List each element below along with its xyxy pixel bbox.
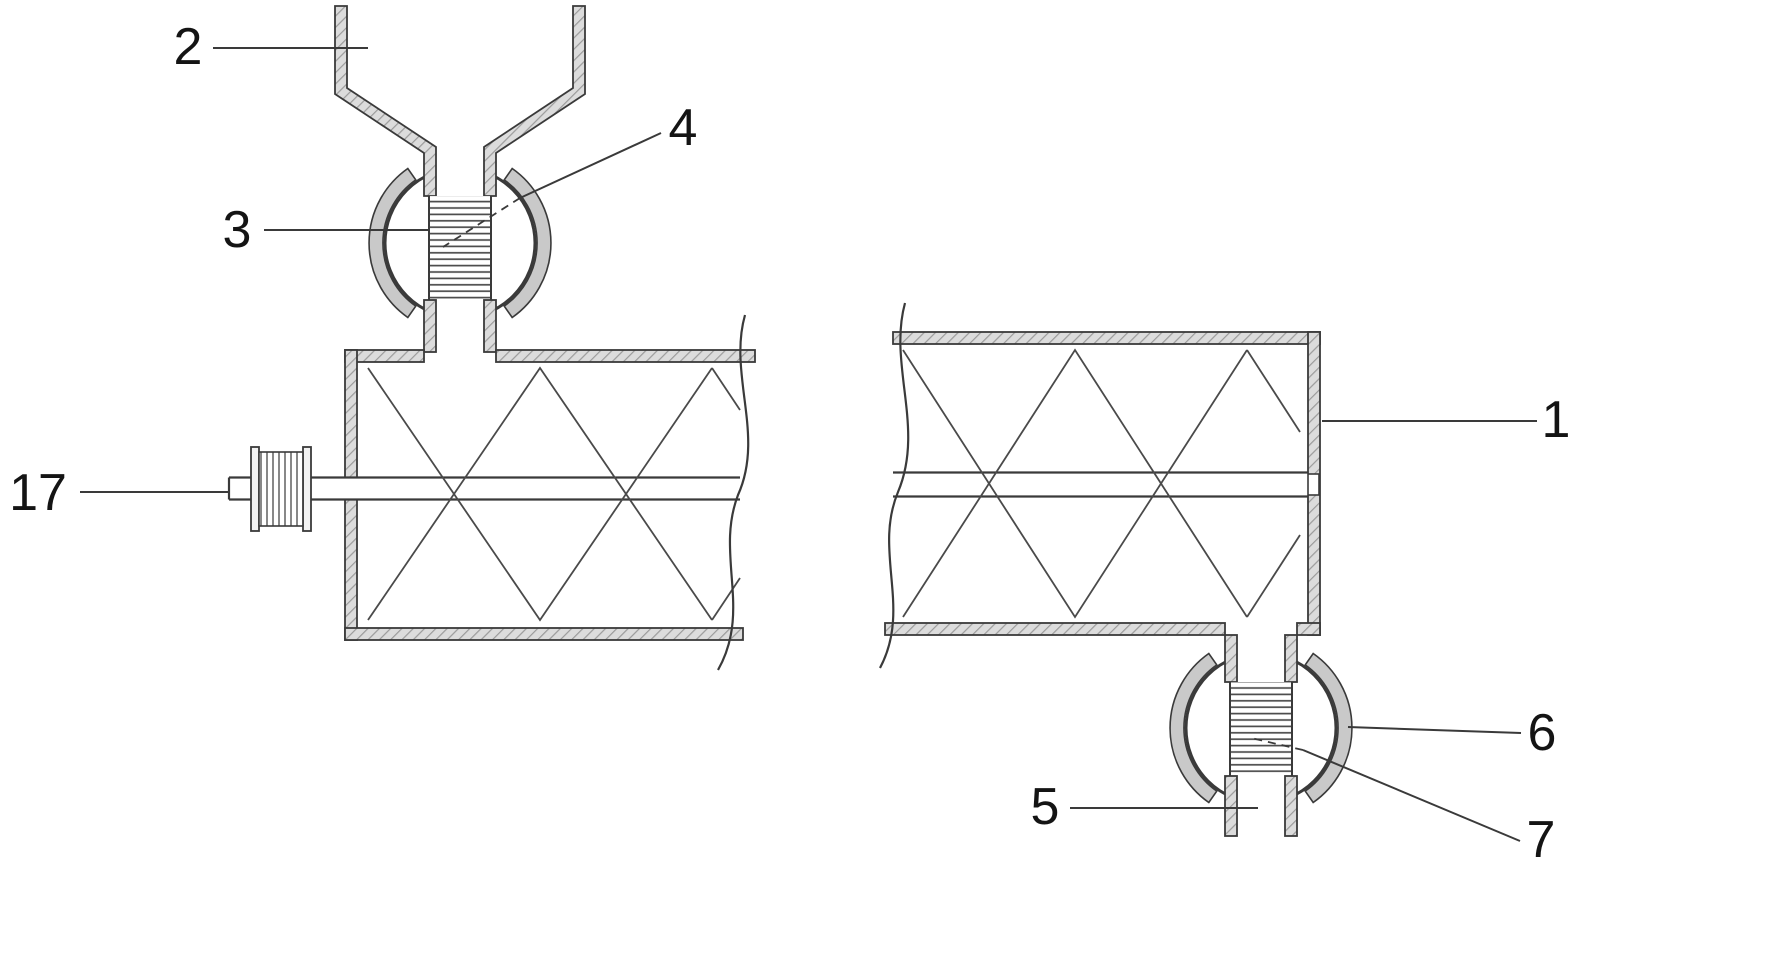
- leader-6: [1347, 726, 1522, 734]
- label-5: 5: [1031, 778, 1060, 836]
- right-housing-bottom-wall-b: [1296, 622, 1321, 636]
- top-valve-left-flange: [368, 167, 417, 319]
- screw-conveyor-left: [367, 366, 741, 622]
- outlet-upper-left-wall: [1224, 634, 1238, 683]
- right-housing-top-wall: [892, 331, 1321, 345]
- bottom-valve-left-flange: [1169, 652, 1218, 804]
- break-line-right: [879, 302, 910, 669]
- outlet-tube-lower: [1224, 775, 1298, 837]
- hopper-right-wall: [483, 5, 586, 197]
- screw-flight-line: [711, 367, 741, 411]
- label-2: 2: [174, 18, 203, 76]
- screw-flight-line: [902, 349, 1248, 619]
- label-3: 3: [223, 201, 252, 259]
- label-7: 7: [1527, 811, 1556, 869]
- screw-flight-line: [367, 367, 713, 622]
- top-rod-threads: [429, 196, 491, 300]
- leader-4: [519, 132, 662, 199]
- bottom-threaded-rod: [1229, 682, 1293, 776]
- drive-shaft-body: [229, 478, 740, 499]
- outlet-lower-right-wall: [1284, 775, 1298, 837]
- drive-shaft: [227, 476, 740, 501]
- bottom-valve-right-flange: [1304, 652, 1353, 804]
- leader-lines: [80, 47, 1537, 842]
- screw-flight-line: [1246, 349, 1301, 433]
- right-shaft-body: [893, 473, 1308, 496]
- part-labels: 2 4 3 17 1 6 5 7: [9, 18, 1570, 869]
- outlet-upper-right-wall: [1284, 634, 1298, 683]
- screw-flight-line: [1246, 534, 1301, 618]
- screw-shaft-right: [893, 471, 1320, 498]
- top-inlet-tube: [423, 299, 497, 353]
- inlet-tube-right-wall: [483, 299, 497, 353]
- left-housing-top-wall-b: [495, 349, 756, 363]
- label-4: 4: [669, 99, 698, 157]
- leader-7: [1302, 749, 1521, 842]
- screw-flight-line: [902, 348, 1248, 618]
- leader-7-dashed: [1250, 737, 1304, 751]
- screw-flight-line: [711, 577, 741, 621]
- right-shaft-socket: [1307, 473, 1320, 496]
- top-threaded-rod: [428, 196, 492, 300]
- bottom-rod-threads: [1230, 682, 1292, 776]
- pulley-body-ribs: [258, 451, 304, 527]
- label-6: 6: [1528, 704, 1557, 762]
- left-housing-bottom-wall: [344, 627, 744, 641]
- leader-4-dashed: [442, 197, 521, 248]
- break-line-left: [717, 314, 750, 671]
- label-1: 1: [1542, 391, 1571, 449]
- screw-conveyor-right: [902, 348, 1301, 619]
- screw-flight-line: [367, 366, 713, 621]
- drive-pulley: [250, 446, 312, 532]
- outlet-lower-left-wall: [1224, 775, 1238, 837]
- pulley-left-flange: [250, 446, 260, 532]
- hopper-left-wall: [334, 5, 437, 197]
- right-housing-bottom-wall-a: [884, 622, 1226, 636]
- pulley-right-flange: [302, 446, 312, 532]
- top-valve-right-flange: [503, 167, 552, 319]
- label-17: 17: [9, 464, 67, 522]
- inlet-tube-left-wall: [423, 299, 437, 353]
